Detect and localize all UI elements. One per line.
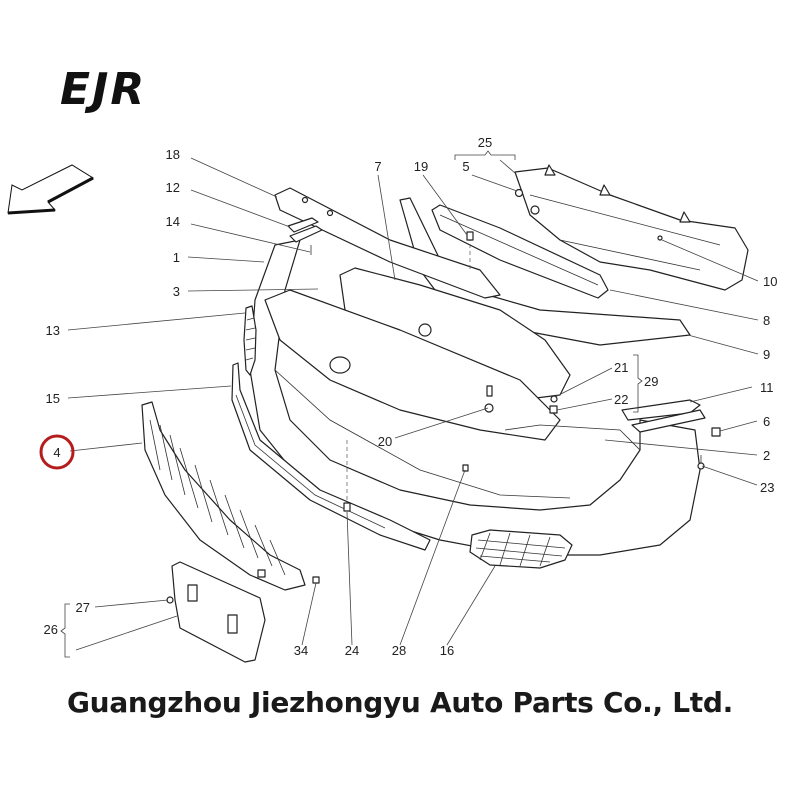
part-screw-19[interactable] — [466, 231, 474, 270]
part-nut-34[interactable] — [312, 576, 320, 584]
callout-2[interactable]: 2 — [763, 448, 770, 463]
arrow-down-left-icon — [7, 164, 95, 215]
callout-10[interactable]: 10 — [763, 274, 777, 289]
callout-11[interactable]: 11 — [760, 380, 774, 395]
part-screw-28[interactable] — [462, 464, 469, 472]
callout-labels: 18 12 14 1 3 13 15 4 7 19 5 25 10 8 9 21… — [44, 135, 778, 658]
callout-1[interactable]: 1 — [173, 250, 180, 265]
part-fog-grille[interactable] — [469, 529, 573, 569]
part-upper-beam[interactable] — [431, 204, 609, 299]
leader-lines — [60, 150, 759, 658]
part-main-grille[interactable] — [141, 401, 306, 591]
callout-19[interactable]: 19 — [414, 159, 428, 174]
part-upper-absorber[interactable] — [514, 164, 749, 291]
callout-28[interactable]: 28 — [392, 643, 406, 658]
callout-34[interactable]: 34 — [294, 643, 308, 658]
part-screw-23[interactable] — [697, 455, 705, 470]
callout-21[interactable]: 21 — [614, 360, 628, 375]
part-side-bracket[interactable] — [621, 399, 706, 433]
callout-24[interactable]: 24 — [345, 643, 359, 658]
callout-5[interactable]: 5 — [462, 159, 469, 174]
callout-22[interactable]: 22 — [614, 392, 628, 407]
part-clip-22[interactable] — [549, 405, 558, 414]
callout-14[interactable]: 14 — [166, 214, 180, 229]
callout-9[interactable]: 9 — [763, 347, 770, 362]
part-screw-20[interactable] — [484, 385, 494, 413]
callout-20[interactable]: 20 — [378, 434, 392, 449]
callout-18[interactable]: 18 — [166, 147, 180, 162]
callout-3[interactable]: 3 — [173, 284, 180, 299]
highlight-circle — [39, 434, 75, 470]
callout-7[interactable]: 7 — [374, 159, 381, 174]
part-clip-5[interactable] — [514, 188, 524, 198]
callout-8[interactable]: 8 — [763, 313, 770, 328]
callout-12[interactable]: 12 — [166, 180, 180, 195]
part-bracket-12[interactable] — [287, 217, 323, 243]
part-plate-holder[interactable] — [166, 561, 266, 663]
company-logo: EJR — [60, 64, 147, 115]
callout-23[interactable]: 23 — [760, 480, 774, 495]
part-side-grille-left[interactable] — [243, 305, 257, 376]
callout-26[interactable]: 26 — [44, 622, 58, 637]
callout-16[interactable]: 16 — [440, 643, 454, 658]
callout-13[interactable]: 13 — [46, 323, 60, 338]
callout-25[interactable]: 25 — [478, 135, 492, 150]
company-name-footer: Guangzhou Jiezhongyu Auto Parts Co., Ltd… — [67, 686, 733, 719]
callout-6[interactable]: 6 — [763, 414, 770, 429]
part-clip-6[interactable] — [711, 427, 721, 437]
part-screw-10[interactable] — [657, 235, 663, 241]
callout-4[interactable]: 4 — [53, 445, 60, 460]
part-screw-24[interactable] — [343, 440, 351, 512]
callout-29[interactable]: 29 — [644, 374, 658, 389]
callout-15[interactable]: 15 — [46, 391, 60, 406]
callout-27[interactable]: 27 — [76, 600, 90, 615]
part-nut-21[interactable] — [550, 395, 558, 403]
